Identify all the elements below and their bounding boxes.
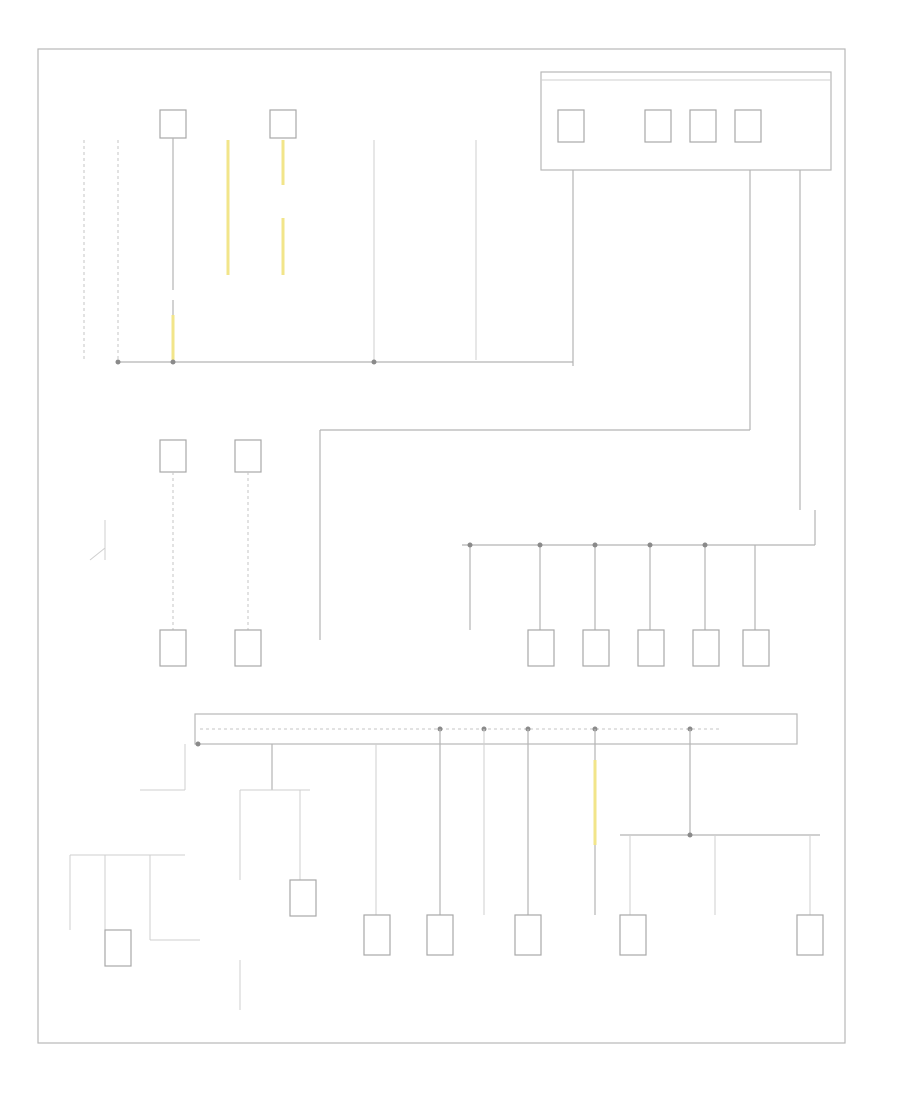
component-box	[104, 929, 132, 967]
component-box	[689, 109, 717, 143]
top-section-wires	[83, 109, 801, 640]
component-box	[734, 109, 762, 143]
bottom-section-wires	[69, 729, 824, 1010]
component-box	[159, 629, 187, 667]
component-box	[527, 629, 555, 667]
component-box	[514, 914, 542, 956]
component-box	[692, 629, 720, 667]
component-box	[796, 914, 824, 956]
ground-bus	[194, 713, 798, 747]
component-box	[159, 439, 187, 473]
component-box	[289, 879, 317, 917]
component-box	[269, 109, 297, 139]
middle-section-wires	[89, 439, 816, 667]
component-box	[159, 109, 187, 139]
diagram-frame	[37, 48, 846, 1044]
component-box	[619, 914, 647, 956]
component-box	[363, 914, 391, 956]
component-box	[742, 629, 770, 667]
component-box	[234, 629, 262, 667]
component-box	[637, 629, 665, 667]
component-box	[234, 439, 262, 473]
component-box	[644, 109, 672, 143]
junction-block-group	[540, 71, 832, 171]
component-box	[582, 629, 610, 667]
component-box	[426, 914, 454, 956]
component-box	[557, 109, 585, 143]
